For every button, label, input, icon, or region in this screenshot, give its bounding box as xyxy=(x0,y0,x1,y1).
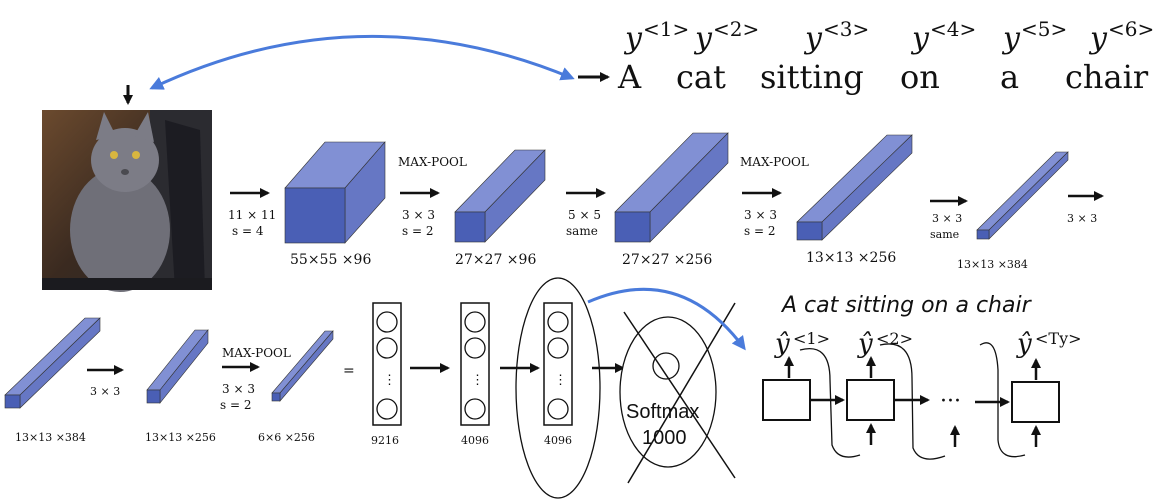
handwritten-caption: A cat sitting on a chair xyxy=(780,293,1033,318)
ellipsis: ··· xyxy=(940,389,961,414)
svg-text:⋮: ⋮ xyxy=(383,373,396,388)
step-param: 3 × 3 xyxy=(932,212,962,225)
step-param: 3 × 3 xyxy=(1067,212,1097,225)
svg-text:<2>: <2> xyxy=(876,329,913,348)
cat-photo xyxy=(42,110,212,292)
caption-word: sitting xyxy=(760,58,864,96)
caption-word: chair xyxy=(1065,58,1149,96)
y-label-3: y<3> xyxy=(803,17,869,56)
step-param: same xyxy=(566,224,598,238)
rnn-cell xyxy=(762,379,811,421)
feedback-loop xyxy=(979,342,1026,458)
highlight-ellipse xyxy=(515,277,601,499)
conv-row-bottom: 13×13 ×384 3 × 3 13×13 ×256 MAX-POOL 3 ×… xyxy=(4,277,746,499)
softmax-crossed: Softmax 1000 xyxy=(619,302,736,484)
conv-row-top: 11 × 11 s = 4 55×55 ×96 MAX-POOL 3 × 3 s… xyxy=(228,132,1104,271)
fc-label: 9216 xyxy=(371,434,399,447)
volume-label: 6×6 ×256 xyxy=(258,431,315,444)
step-op: MAX-POOL xyxy=(222,346,291,360)
rnn-decoder: A cat sitting on a chair ŷ<1> ŷ<2> ŷ<Ty>… xyxy=(762,293,1082,460)
curved-arrow-icon xyxy=(149,34,575,90)
volume-13x13x256 xyxy=(796,134,913,241)
y-label-4: y<4> xyxy=(910,17,976,56)
step-param: s = 2 xyxy=(402,224,433,238)
step-param: 3 × 3 xyxy=(744,208,777,222)
step-param: 3 × 3 xyxy=(222,382,255,396)
rnn-cell xyxy=(846,379,895,421)
svg-text:<3>: <3> xyxy=(823,17,869,41)
caption-word: a xyxy=(1000,58,1019,96)
fc-layer-9216: ⋮ xyxy=(372,302,402,426)
volume-13x13x384 xyxy=(976,151,1069,240)
svg-text:ŷ: ŷ xyxy=(857,329,873,359)
volume-label: 27×27 ×256 xyxy=(622,252,712,268)
svg-text:y: y xyxy=(623,21,643,56)
step-param: same xyxy=(930,228,959,241)
curved-arrow-icon xyxy=(587,287,746,351)
caption-word: A xyxy=(617,58,642,96)
svg-text:⋮: ⋮ xyxy=(471,373,484,388)
svg-text:<6>: <6> xyxy=(1108,17,1154,41)
volume-label: 13×13 ×384 xyxy=(15,431,86,444)
svg-text:y: y xyxy=(803,21,823,56)
svg-text:y: y xyxy=(910,21,930,56)
volume-55x55x96 xyxy=(284,141,386,244)
svg-text:<1>: <1> xyxy=(643,17,689,41)
step-op: MAX-POOL xyxy=(398,155,467,169)
volume-6x6x256 xyxy=(271,330,334,402)
fc-label: 4096 xyxy=(544,434,572,447)
rnn-cell xyxy=(1011,381,1060,423)
volume-13x13x256-b xyxy=(146,329,209,404)
svg-text:<5>: <5> xyxy=(1021,17,1067,41)
y-label-2: y<2> xyxy=(693,17,759,56)
volume-label: 27×27 ×96 xyxy=(455,252,536,268)
svg-text:<4>: <4> xyxy=(930,17,976,41)
caption-word: on xyxy=(900,58,940,96)
volume-label: 13×13 ×384 xyxy=(957,258,1028,271)
caption: y<1> y<2> y<3> y<4> y<5> y<6> A cat sitt… xyxy=(617,17,1154,96)
feedback-loop xyxy=(799,348,861,458)
step-param: s = 2 xyxy=(220,398,251,412)
step-param: 11 × 11 xyxy=(228,208,276,222)
step-param: 5 × 5 xyxy=(568,208,601,222)
softmax-size: 1000 xyxy=(642,427,687,449)
fc-label: 4096 xyxy=(461,434,489,447)
y-label-1: y<1> xyxy=(623,17,689,56)
volume-label: 13×13 ×256 xyxy=(806,250,896,266)
feedback-loop xyxy=(879,343,946,460)
svg-text:y: y xyxy=(1001,21,1021,56)
svg-text:ŷ: ŷ xyxy=(1016,329,1032,359)
caption-word: cat xyxy=(676,58,726,96)
y-label-5: y<5> xyxy=(1001,17,1067,56)
step-op: MAX-POOL xyxy=(740,155,809,169)
equals-sign: = xyxy=(343,363,355,379)
step-param: s = 4 xyxy=(232,224,264,238)
svg-text:<1>: <1> xyxy=(793,329,830,348)
fc-layer-4096-b: ⋮ xyxy=(543,302,573,426)
yhat-label-2: ŷ<2> xyxy=(857,329,913,359)
volume-27x27x256 xyxy=(614,132,729,243)
step-param: 3 × 3 xyxy=(90,385,120,398)
step-param: 3 × 3 xyxy=(402,208,435,222)
yhat-label-1: ŷ<1> xyxy=(774,329,830,359)
svg-text:⋮: ⋮ xyxy=(554,373,567,388)
svg-text:<2>: <2> xyxy=(713,17,759,41)
svg-text:ŷ: ŷ xyxy=(774,329,790,359)
svg-text:y: y xyxy=(693,21,713,56)
svg-text:<Ty>: <Ty> xyxy=(1035,329,1082,348)
yhat-label-3: ŷ<Ty> xyxy=(1016,329,1082,359)
softmax-label: Softmax xyxy=(626,401,699,423)
svg-text:y: y xyxy=(1088,21,1108,56)
y-label-6: y<6> xyxy=(1088,17,1154,56)
step-param: s = 2 xyxy=(744,224,775,238)
fc-layer-4096-a: ⋮ xyxy=(460,302,490,426)
volume-label: 13×13 ×256 xyxy=(145,431,216,444)
volume-label: 55×55 ×96 xyxy=(290,252,371,268)
volume-27x27x96 xyxy=(454,149,546,243)
volume-13x13x384-b xyxy=(4,317,101,409)
